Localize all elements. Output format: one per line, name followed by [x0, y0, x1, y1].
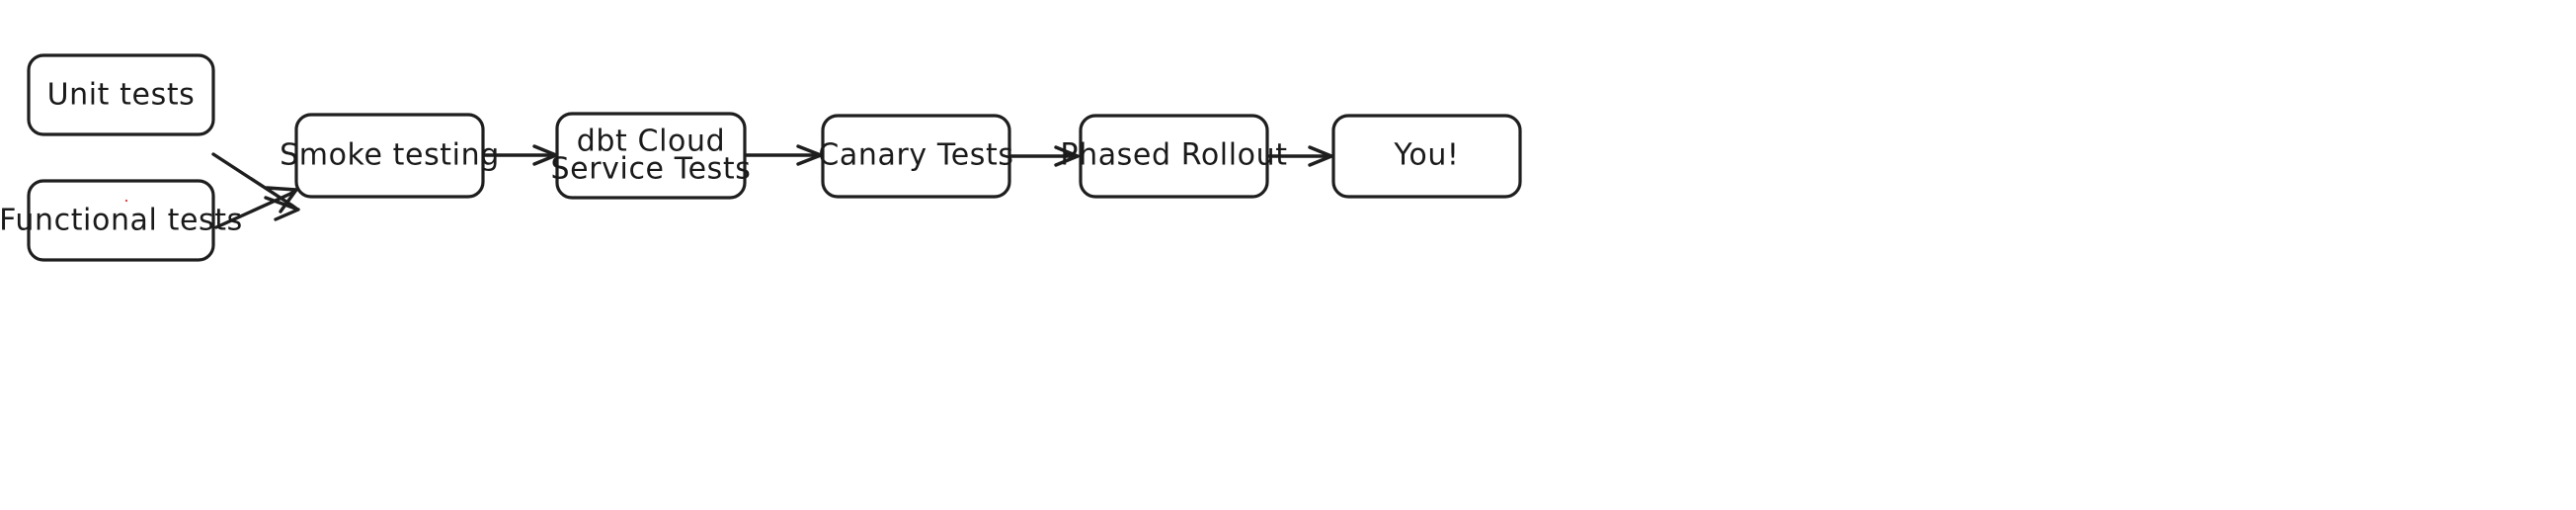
node-phased-rollout[interactable]: Phased Rollout [1060, 114, 1287, 199]
edge-phased-to-you [1267, 145, 1333, 167]
node-phased-rollout-label: Phased Rollout [1060, 138, 1287, 173]
node-you-shape [1331, 114, 1522, 199]
node-functional-tests-shape [27, 179, 215, 262]
node-canary-tests-label: Canary Tests [818, 138, 1013, 173]
node-you-label: You! [1393, 138, 1459, 173]
node-functional-tests[interactable]: Functional tests [0, 179, 243, 262]
node-unit-tests-shape [27, 53, 215, 136]
edge-dbt-to-canary [743, 144, 823, 166]
node-canary-tests[interactable]: Canary Tests [818, 114, 1013, 199]
edge-functional-to-smoke [214, 186, 298, 229]
node-canary-tests-shape [821, 114, 1011, 199]
edge-canary-to-phased [1007, 145, 1080, 167]
node-dbt-cloud-service-tests-shape [555, 112, 747, 200]
node-unit-tests-label: Unit tests [47, 78, 196, 113]
node-phased-rollout-shape [1079, 114, 1269, 199]
node-unit-tests[interactable]: Unit tests [27, 53, 215, 136]
node-dbt-cloud-service-tests[interactable]: dbt Cloud Service Tests [551, 112, 752, 200]
node-smoke-testing-shape [294, 113, 485, 199]
node-dbt-cloud-service-tests-label-line2: Service Tests [551, 152, 752, 187]
node-dbt-cloud-service-tests-label-line1: dbt Cloud [577, 125, 725, 159]
node-you[interactable]: You! [1331, 114, 1522, 199]
ink-speck [124, 199, 128, 203]
node-functional-tests-label: Functional tests [0, 204, 243, 238]
node-smoke-testing-label: Smoke testing [280, 138, 500, 173]
node-smoke-testing[interactable]: Smoke testing [280, 113, 500, 199]
